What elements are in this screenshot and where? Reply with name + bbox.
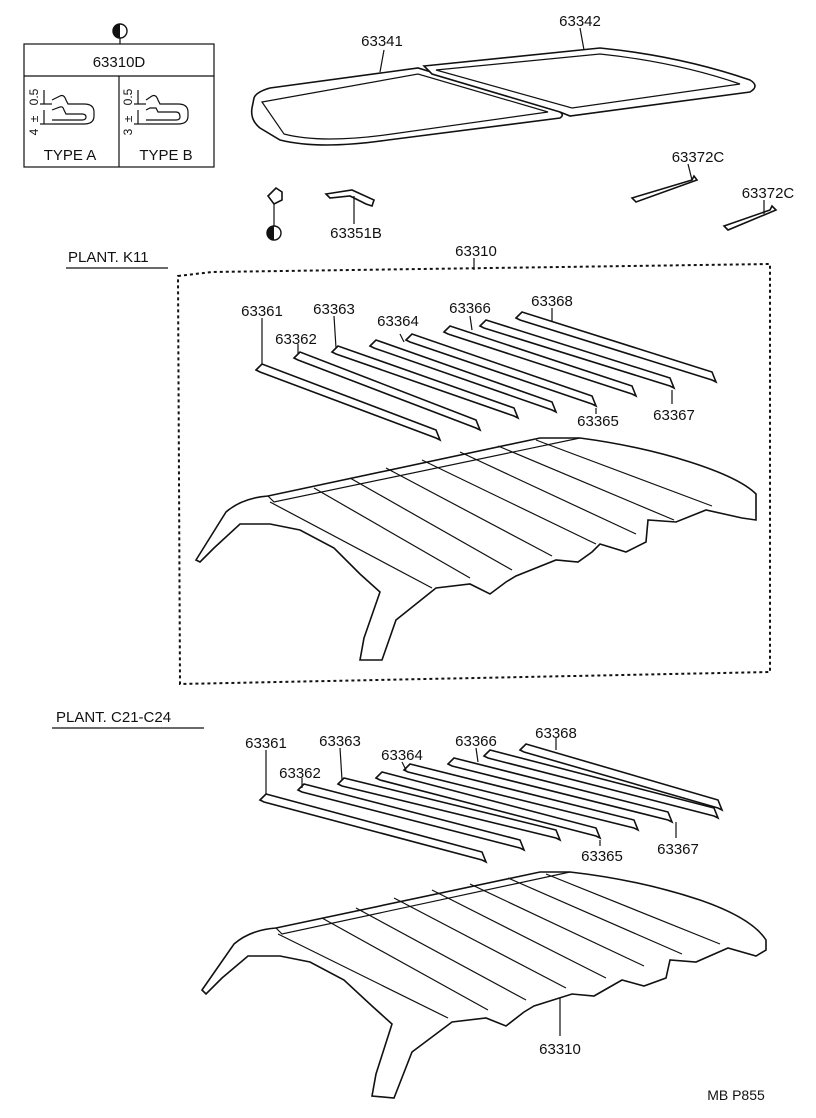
k11-label-63366: 63366	[449, 300, 491, 317]
clip-part	[266, 186, 283, 241]
label-63342: 63342	[559, 13, 601, 30]
type-a-dim-pm: ±	[27, 115, 41, 122]
k11-bows	[254, 311, 718, 442]
k11-assembly-label: 63310	[455, 243, 497, 260]
label-63372c-b: 63372C	[742, 185, 795, 202]
strip-63372c-a	[630, 174, 699, 203]
k11-label-63361: 63361	[241, 303, 283, 320]
c21-label-63365: 63365	[581, 848, 623, 865]
k11-assembly-frame	[176, 262, 771, 686]
type-b-dim-top: 0.5	[121, 88, 135, 105]
c21-label-63362: 63362	[279, 765, 321, 782]
strip-63372c-b	[722, 204, 778, 231]
c21-bows	[258, 743, 724, 864]
k11-label-63368: 63368	[531, 293, 573, 310]
type-b-dim-left: 3	[121, 128, 135, 135]
diagram-code: MB P855	[707, 1087, 765, 1103]
c21-label-63367: 63367	[657, 841, 699, 858]
inset-header: 63310D	[93, 54, 146, 71]
type-b-label: TYPE B	[139, 147, 192, 164]
type-a-clip: 0.5 ± 4	[27, 88, 95, 135]
k11-roof-shell	[194, 437, 757, 661]
type-a-dim-left: 4	[27, 128, 41, 135]
c21-label-63361: 63361	[245, 735, 287, 752]
c21-label-63364: 63364	[381, 747, 423, 764]
section-c21-title: PLANT. C21-C24	[56, 709, 171, 726]
type-a-dim-top: 0.5	[27, 88, 41, 105]
clip-type-inset: 63310D 0.5 ± 4 TYPE A 0.5 ± 3 TYPE B	[23, 23, 215, 168]
c21-assembly-label: 63310	[539, 1041, 581, 1058]
section-k11-title: PLANT. K11	[68, 249, 149, 266]
label-63372c-a: 63372C	[672, 149, 725, 166]
label-63341: 63341	[361, 33, 403, 50]
k11-label-63367: 63367	[653, 407, 695, 424]
half-circle-icon	[266, 225, 282, 241]
c21-label-63368: 63368	[535, 725, 577, 742]
k11-label-63365: 63365	[577, 413, 619, 430]
type-b-clip: 0.5 ± 3	[121, 88, 189, 135]
label-63351b: 63351B	[330, 225, 382, 242]
type-a-label: TYPE A	[44, 147, 97, 164]
k11-label-63362: 63362	[275, 331, 317, 348]
c21-label-63366: 63366	[455, 733, 497, 750]
c21-roof-shell	[200, 871, 767, 1099]
c21-label-63363: 63363	[319, 733, 361, 750]
bracket-63351b	[324, 189, 375, 224]
half-circle-icon	[112, 23, 128, 39]
k11-label-63364: 63364	[377, 313, 419, 330]
type-b-dim-pm: ±	[121, 115, 135, 122]
headlining-panels	[250, 47, 756, 146]
k11-label-63363: 63363	[313, 301, 355, 318]
